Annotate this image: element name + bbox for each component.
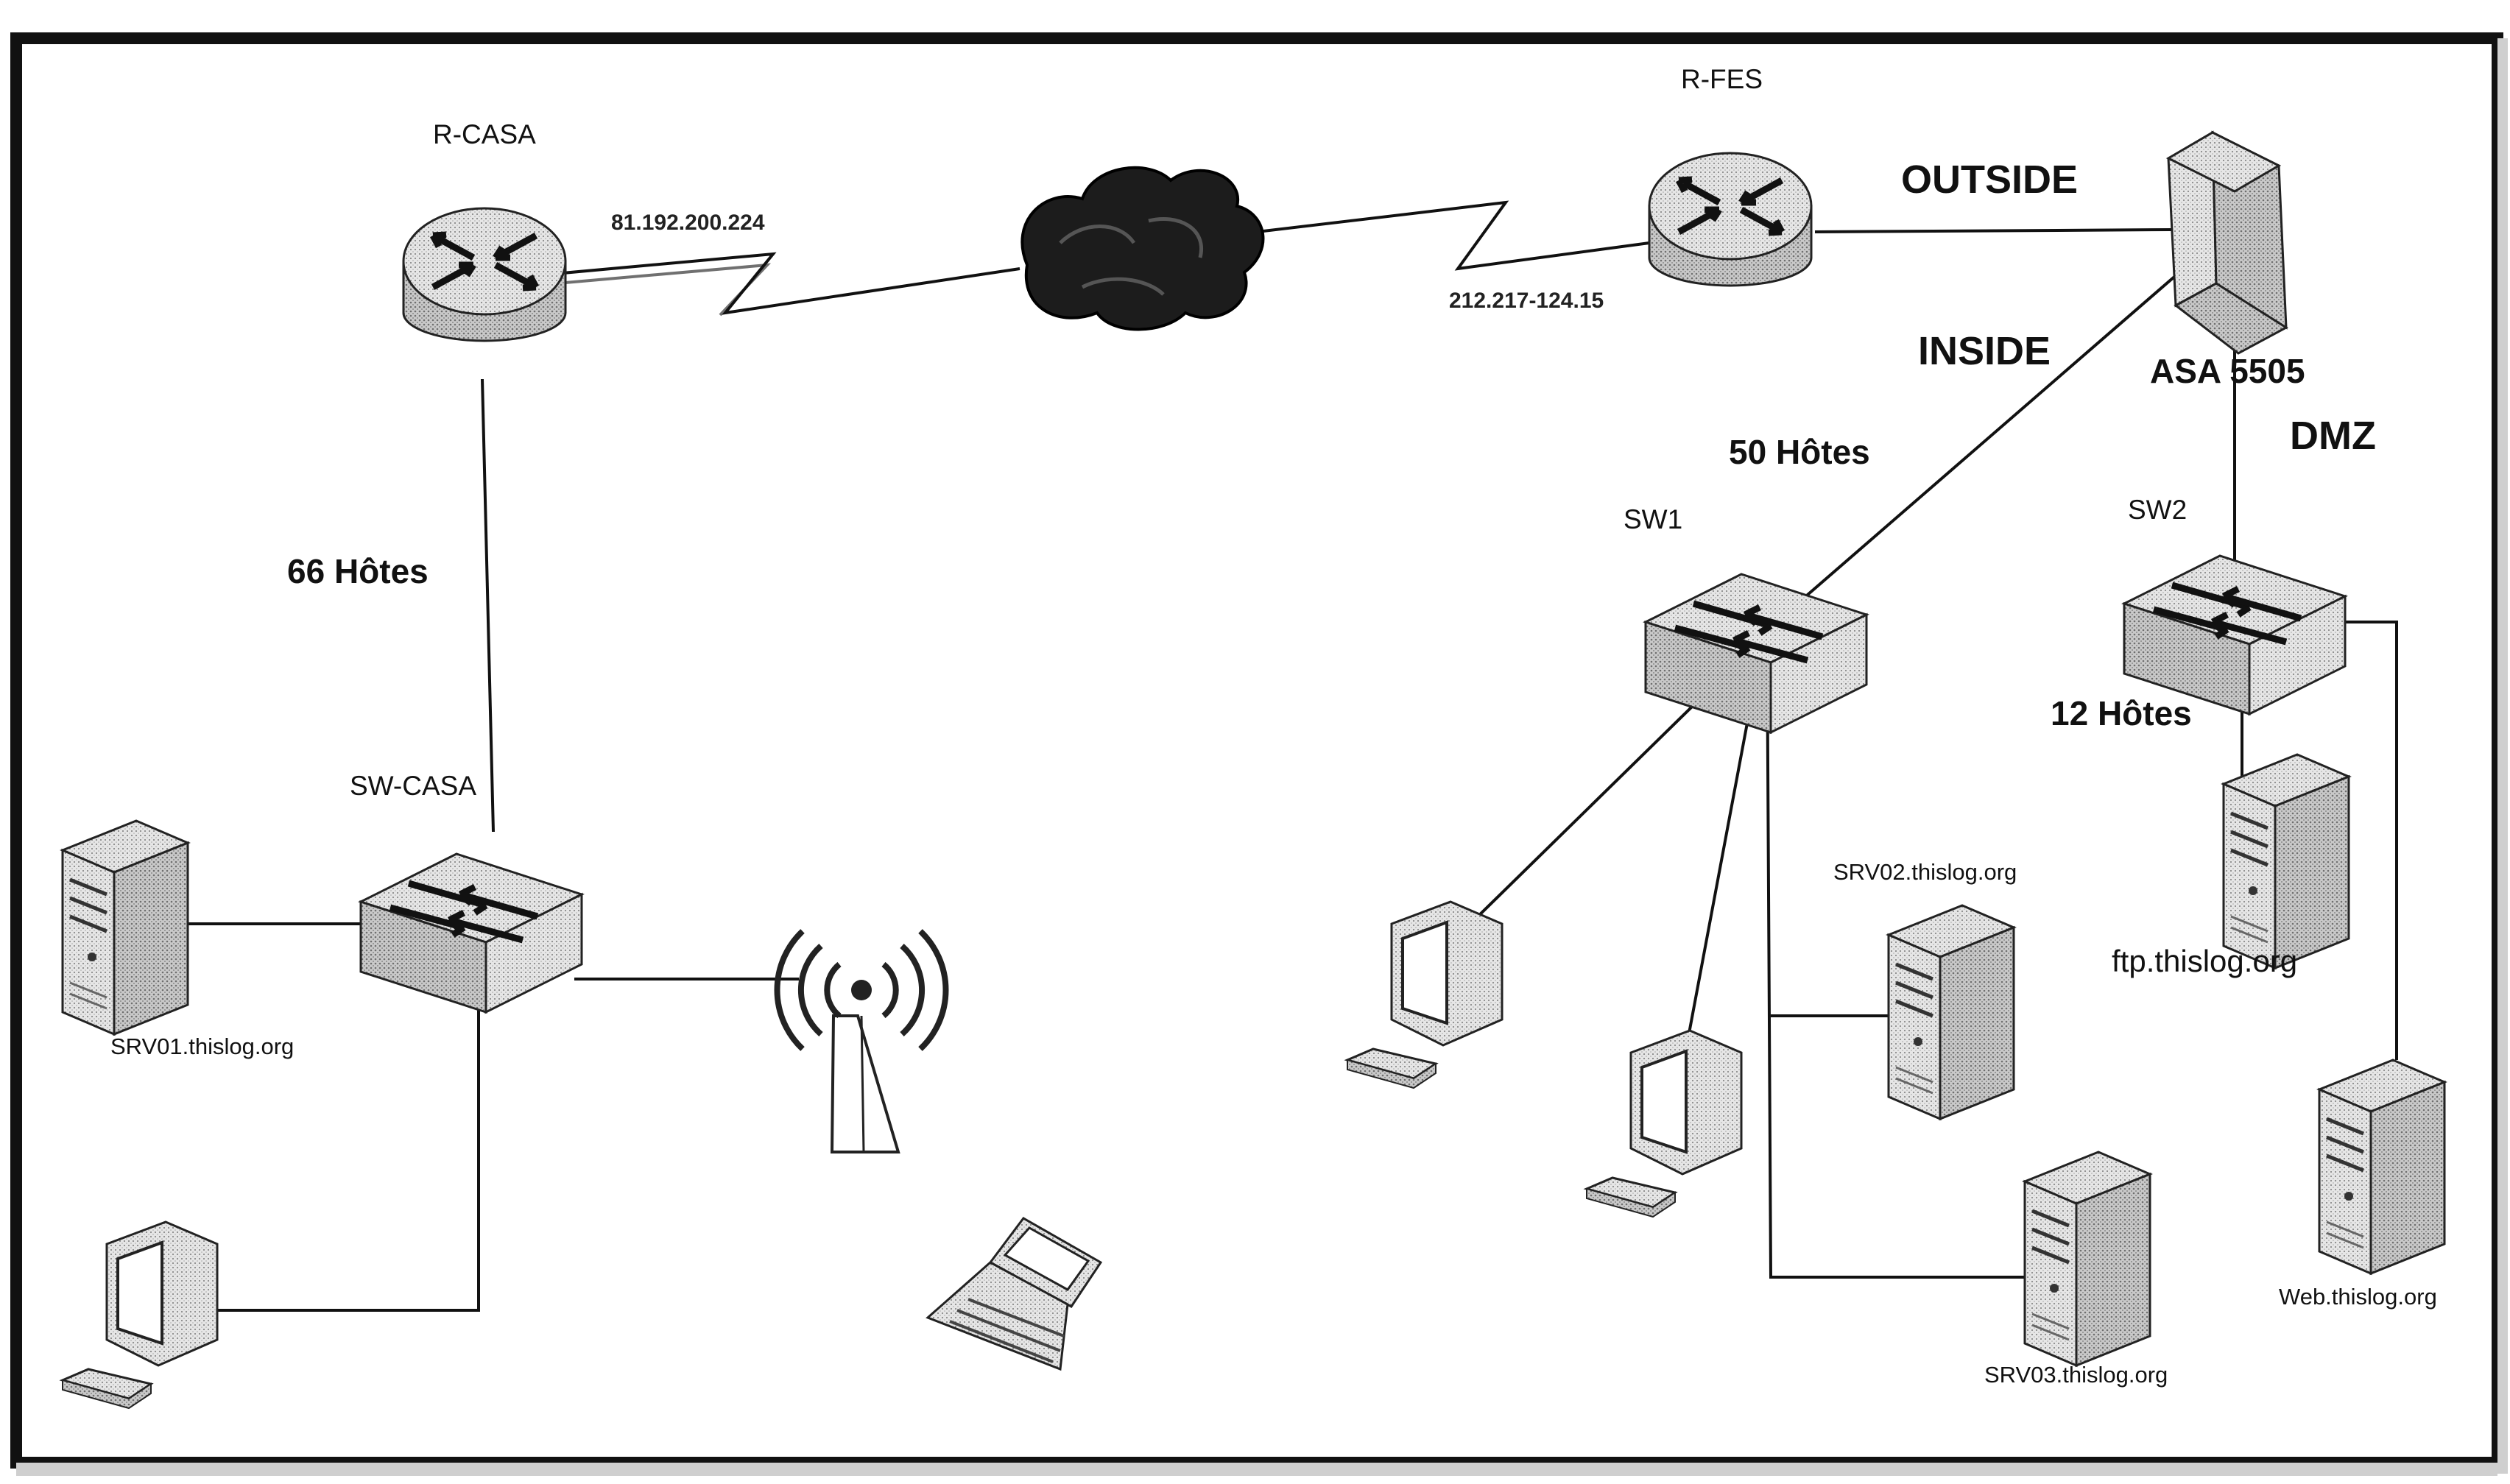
switch-sw-casa-label: SW-CASA bbox=[350, 771, 476, 801]
pc-inside-1-icon[interactable] bbox=[1346, 900, 1503, 1089]
frame-shadow-right bbox=[2497, 38, 2508, 1474]
server-srv02-icon[interactable] bbox=[1889, 905, 2014, 1119]
firewall-label: ASA 5505 bbox=[2150, 352, 2305, 390]
zone-dmz-label: DMZ bbox=[2290, 414, 2376, 458]
link-sw1-bus bbox=[1766, 636, 2043, 1279]
link-inside bbox=[1762, 271, 2181, 635]
router-fes-icon[interactable] bbox=[1649, 153, 1811, 286]
zone-outside-label: OUTSIDE bbox=[1901, 158, 2078, 202]
hosts-casa-label: 66 Hôtes bbox=[287, 552, 429, 590]
router-fes-label: R-FES bbox=[1681, 64, 1763, 94]
link-outside bbox=[1814, 228, 2173, 233]
internet-cloud-icon bbox=[1020, 166, 1265, 331]
frame-shadow bbox=[16, 1463, 2497, 1476]
server-srv01-icon[interactable] bbox=[63, 821, 188, 1034]
hosts-dmz-label: 12 Hôtes bbox=[2051, 694, 2192, 732]
switch-sw2-label: SW2 bbox=[2128, 495, 2187, 525]
hosts-inside-label: 50 Hôtes bbox=[1729, 433, 1870, 471]
router-casa-icon[interactable] bbox=[403, 208, 565, 341]
ip-casa-label: 81.192.200.224 bbox=[611, 211, 765, 235]
router-casa-label: R-CASA bbox=[433, 119, 536, 149]
switch-sw2-icon[interactable] bbox=[2124, 556, 2345, 714]
server-ftp-icon[interactable] bbox=[2224, 755, 2349, 968]
wireless-antenna-icon[interactable] bbox=[774, 929, 949, 1153]
server-ftp-label: ftp.thislog.org bbox=[2112, 944, 2297, 978]
serial-link-fes bbox=[1225, 200, 1661, 271]
switch-sw1-icon[interactable] bbox=[1646, 574, 1866, 732]
ip-fes-label: 212.217-124.15 bbox=[1449, 289, 1604, 313]
serial-link-casa bbox=[529, 252, 1020, 315]
server-srv02-label: SRV02.thislog.org bbox=[1833, 859, 2017, 885]
laptop-icon[interactable] bbox=[926, 1217, 1103, 1371]
zone-inside-label: INSIDE bbox=[1918, 329, 2051, 373]
link-rcasa-swcasa bbox=[481, 378, 495, 833]
server-web-icon[interactable] bbox=[2319, 1060, 2444, 1273]
switch-sw1-label: SW1 bbox=[1624, 504, 1682, 534]
pc-inside-2-icon[interactable] bbox=[1585, 1029, 1743, 1218]
server-srv03-label: SRV03.thislog.org bbox=[1984, 1362, 2168, 1388]
links bbox=[121, 200, 2398, 1312]
pc-casa-icon[interactable] bbox=[61, 1220, 219, 1410]
server-web-label: Web.thislog.org bbox=[2279, 1284, 2437, 1310]
server-srv01-label: SRV01.thislog.org bbox=[110, 1034, 294, 1059]
asa-firewall-icon[interactable] bbox=[2165, 130, 2288, 355]
switch-sw-casa-icon[interactable] bbox=[361, 854, 582, 1012]
link-swcasa-pc bbox=[133, 950, 480, 1312]
server-srv03-icon[interactable] bbox=[2025, 1152, 2150, 1365]
